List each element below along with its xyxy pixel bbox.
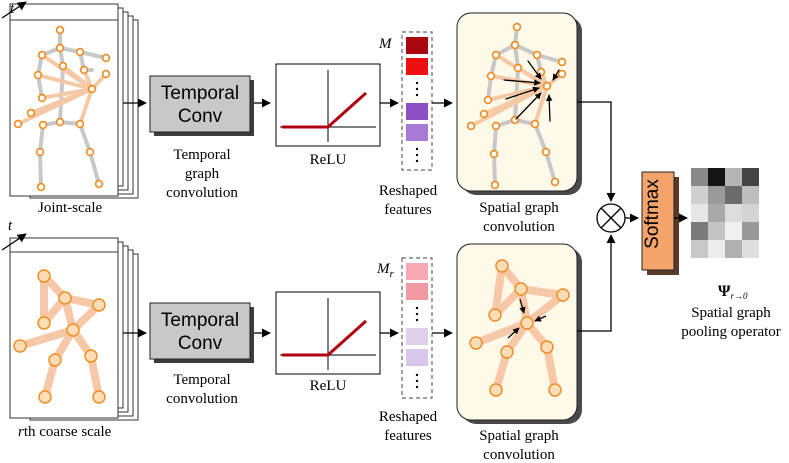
top-feature-symbol: M (378, 36, 393, 52)
bottom-feature-cell-4 (406, 349, 428, 366)
pooling-matrix-cell (742, 204, 759, 222)
pooling-matrix-cell (742, 240, 759, 258)
coarse-scale-prefix: r (18, 424, 24, 440)
bottom-feature-subscript: r (390, 268, 395, 280)
bottom-feature-cell-3 (406, 328, 428, 345)
bottom-spatial-caption-2: convolution (483, 447, 555, 463)
bottom-feature-cell-1 (406, 263, 428, 280)
joint-skeleton (13, 25, 111, 192)
top-relu-caption: ReLU (310, 152, 347, 168)
pooling-matrix-cell (742, 222, 759, 240)
top-conv-caption-2: graph (185, 166, 220, 182)
top-spatial-caption-2: convolution (483, 219, 555, 235)
bottom-conv-caption-2: convolution (166, 391, 238, 407)
coarse-scale-frame-stack (9, 237, 139, 421)
pooling-matrix-cell (725, 240, 742, 258)
top-time-label: t (10, 1, 15, 17)
bottom-temporal-conv-block: Temporal Conv (149, 302, 254, 363)
bottom-spatial-graph-conv-panel (456, 243, 582, 424)
pooling-matrix-cell (691, 240, 708, 258)
top-feature-cell-4 (406, 124, 428, 141)
bottom-feature-symbol: Mr (376, 261, 395, 280)
pooling-symbol: Ψr→0 (718, 283, 748, 301)
bottom-feature-caption-2: features (384, 428, 432, 444)
bottom-time-arrow (1, 233, 27, 251)
top-spatial-caption-1: Spatial graph (479, 200, 559, 216)
top-conv-label-line1: Temporal (161, 83, 239, 104)
top-conv-caption-3: convolution (166, 185, 238, 201)
bottom-time-label: t (8, 218, 13, 234)
bottom-reshaped-feature-column (401, 257, 433, 399)
pooling-subscript: r→0 (730, 291, 748, 301)
top-reshaped-feature-column (401, 31, 433, 171)
bottom-relu-caption: ReLU (310, 378, 347, 394)
top-feature-caption-1: Reshaped (379, 183, 438, 199)
pooling-matrix-cell (708, 240, 725, 258)
pooling-symbol-psi: Ψ (718, 283, 731, 300)
pooling-matrix-cell (691, 186, 708, 204)
top-relu-plot (275, 63, 381, 147)
coarse-scale-suffix: th coarse scale (24, 424, 112, 440)
pooling-matrix-cell (691, 222, 708, 240)
coarse-scale-label: rth coarse scale (18, 424, 112, 440)
bottom-conv-label-line1: Temporal (161, 310, 239, 331)
top-feature-cell-2 (406, 58, 428, 75)
top-conv-label-line2: Conv (178, 106, 223, 127)
softmax-block: Softmax (641, 171, 679, 275)
multiply-operator (596, 203, 626, 233)
top-spatial-graph-conv-panel (456, 12, 582, 195)
bottom-feature-caption-1: Reshaped (379, 409, 438, 425)
pooling-matrix-cell (725, 186, 742, 204)
pooling-matrix-cell (725, 222, 742, 240)
top-temporal-conv-block: Temporal Conv (149, 75, 254, 136)
bottom-feature-symbol-main: M (376, 261, 391, 277)
bottom-conv-caption-1: Temporal (173, 372, 230, 388)
pooling-caption-2: pooling operator (681, 324, 781, 340)
top-feature-caption-2: features (384, 202, 432, 218)
pooling-matrix-cell (708, 186, 725, 204)
top-aggregation-arrows (503, 60, 560, 122)
pooling-caption-1: Spatial graph (691, 305, 771, 321)
pooling-matrix-cell (691, 204, 708, 222)
top-conv-caption-1: Temporal (173, 147, 230, 163)
pooling-matrix-cell (742, 168, 759, 186)
top-time-arrow (1, 1, 27, 19)
bottom-aggregation-arrows (507, 298, 547, 339)
joint-scale-label: Joint-scale (38, 200, 102, 216)
pooling-matrix-cell (708, 168, 725, 186)
pooling-matrix-cell (725, 168, 742, 186)
bottom-relu-plot (275, 291, 381, 375)
joint-scale-frame-stack (9, 3, 139, 199)
pooling-matrix (691, 168, 759, 258)
bottom-conv-label-line2: Conv (178, 333, 223, 354)
bottom-spatial-caption-1: Spatial graph (479, 428, 559, 444)
pooling-matrix-cell (725, 204, 742, 222)
softmax-label: Softmax (642, 179, 663, 249)
pooling-matrix-cell (691, 168, 708, 186)
pooling-matrix-cell (708, 222, 725, 240)
pooling-matrix-cell (708, 204, 725, 222)
bottom-feature-cell-2 (406, 283, 428, 300)
bottom-gcn-to-multiply-connector (577, 234, 616, 332)
top-feature-cell-1 (406, 37, 428, 54)
pooling-matrix-cell (742, 186, 759, 204)
top-gcn-to-multiply-connector (577, 101, 616, 202)
joint-scale-front-frame (9, 19, 119, 197)
top-feature-cell-3 (406, 103, 428, 120)
